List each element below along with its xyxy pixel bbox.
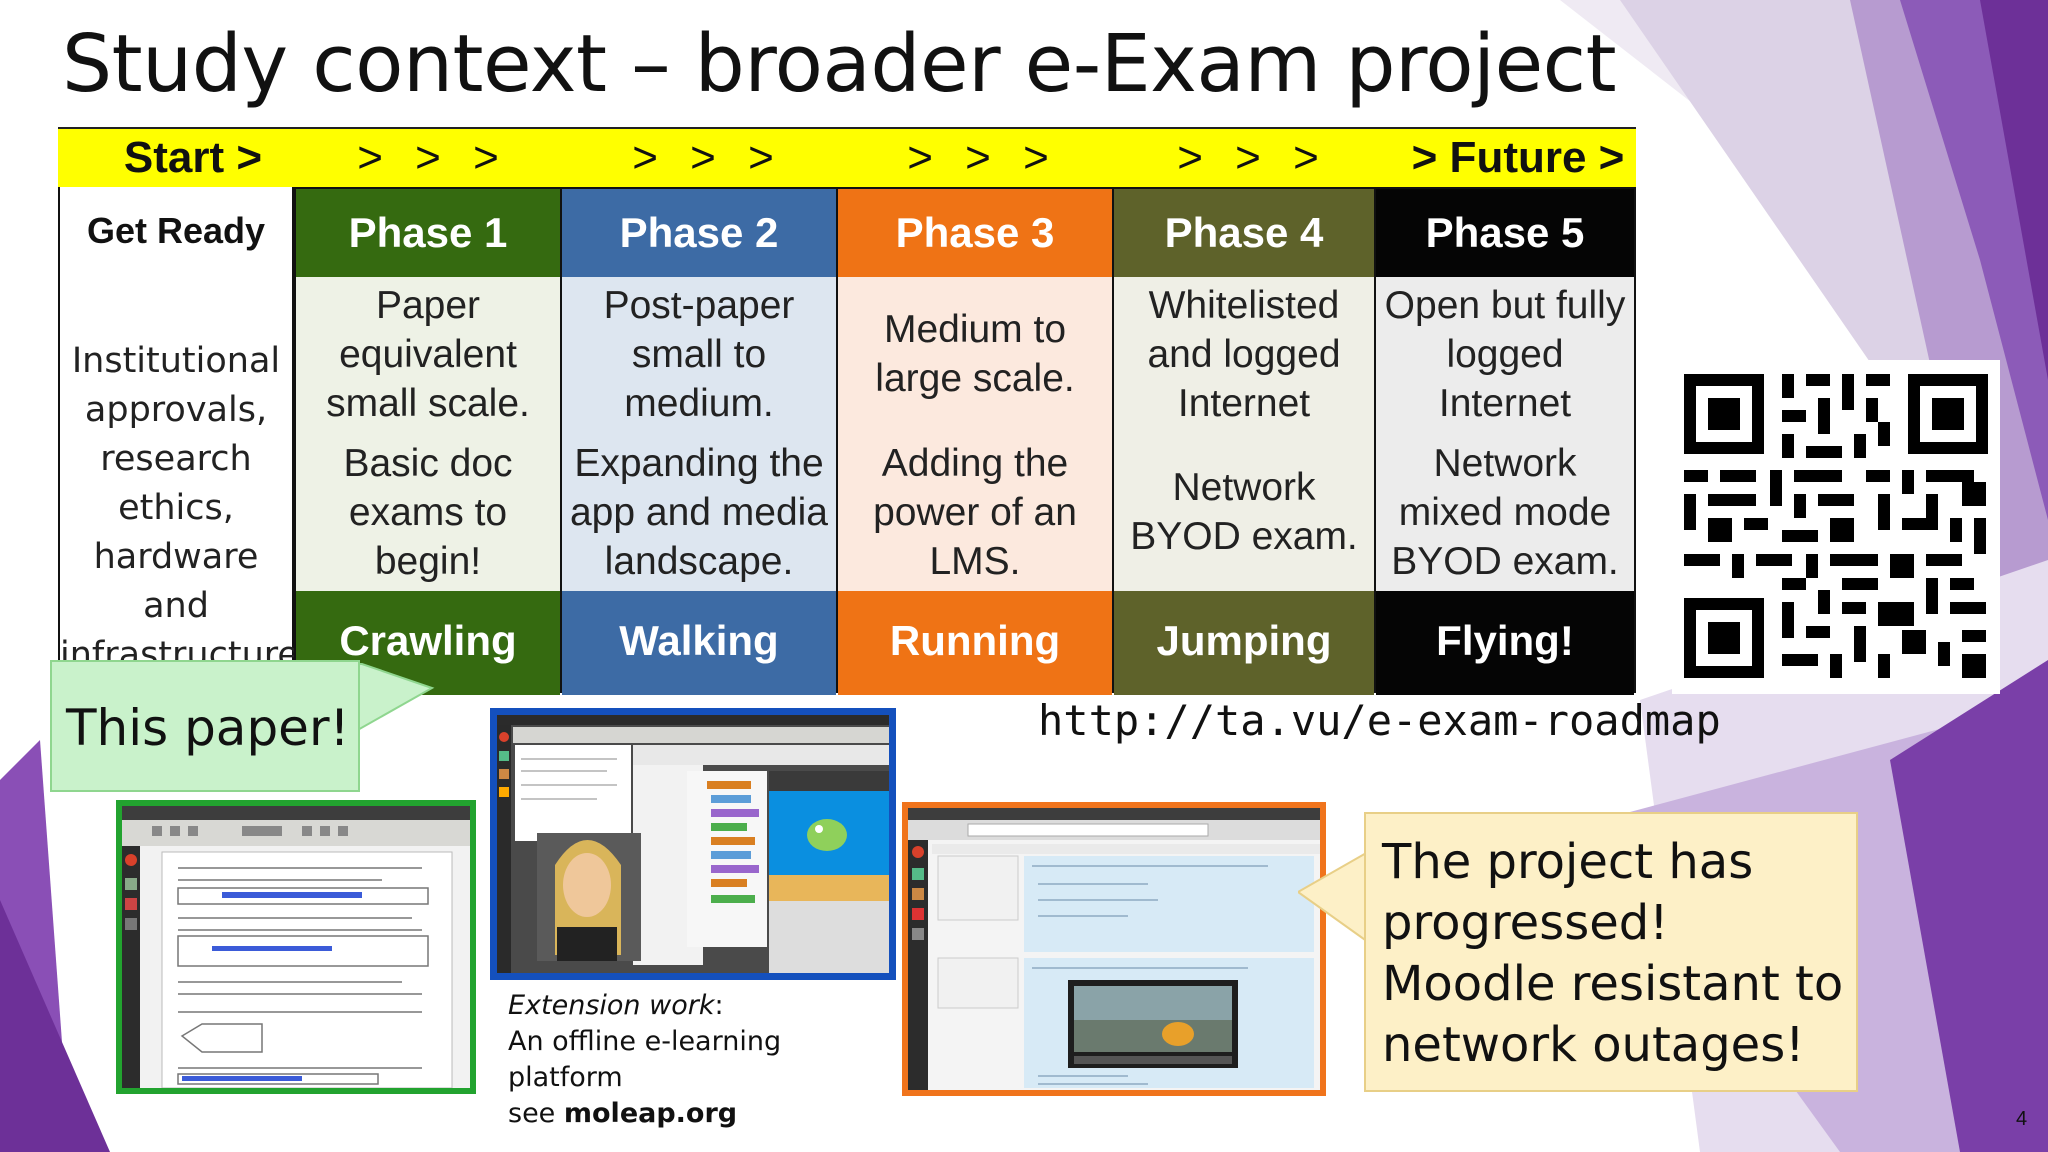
progress-arrows: > > >	[357, 133, 509, 182]
roadmap-table: Start > > > > > > > > > > > > > > Future…	[58, 127, 1636, 695]
page-number: 4	[2016, 1108, 2028, 1130]
phase-2-stage: Walking	[562, 591, 836, 695]
progress-future-label: > Future >	[1411, 133, 1625, 182]
this-paper-callout: This paper!	[50, 660, 360, 792]
phase-1-heading: Phase 1	[296, 189, 560, 277]
phase-4-heading: Phase 4	[1114, 189, 1374, 277]
paper-exam-screenshot	[116, 800, 476, 1094]
phase-2-description: Post-paper small to medium. Expanding th…	[562, 277, 836, 591]
phase-1-description: Paper equivalent small scale. Basic doc …	[296, 277, 560, 591]
moodle-exam-screenshot	[902, 802, 1326, 1096]
progress-start-label: Start >	[123, 133, 263, 182]
phase-3-heading: Phase 3	[838, 189, 1112, 277]
phase-2-heading: Phase 2	[562, 189, 836, 277]
progress-bar: Start > > > > > > > > > > > > > > Future…	[58, 127, 1636, 187]
phase-5-heading: Phase 5	[1376, 189, 1634, 277]
phase-3-column: Phase 3 Medium to large scale. Adding th…	[838, 187, 1114, 695]
slide-title: Study context – broader e-Exam project	[62, 18, 1617, 110]
offline-platform-screenshot	[490, 708, 896, 980]
get-ready-column: Get Ready Institutional approvals, resea…	[58, 187, 299, 693]
phase-5-description: Open but fully logged Internet Network m…	[1376, 277, 1634, 591]
phase-4-stage: Jumping	[1114, 591, 1374, 695]
extension-note: Extension work: An offline e-learning pl…	[508, 990, 782, 1129]
moleap-link[interactable]: moleap.org	[563, 1098, 738, 1129]
get-ready-text: Institutional approvals, research ethics…	[60, 341, 299, 675]
phase-5-column: Phase 5 Open but fully logged Internet N…	[1376, 187, 1636, 695]
progress-arrows: > > >	[907, 133, 1059, 182]
roadmap-url-link[interactable]: http://ta.vu/e-exam-roadmap	[1038, 696, 1721, 745]
phase-4-column: Phase 4 Whitelisted and logged Internet …	[1114, 187, 1376, 695]
phase-4-description: Whitelisted and logged Internet Network …	[1114, 277, 1374, 591]
progress-arrows: > > >	[632, 133, 784, 182]
progress-arrows: > > >	[1177, 133, 1329, 182]
project-progress-callout: The project has progressed! Moodle resis…	[1364, 812, 1858, 1092]
phase-3-stage: Running	[838, 591, 1112, 695]
phase-5-stage: Flying!	[1376, 591, 1634, 695]
callout-tail	[1298, 852, 1369, 944]
qr-code[interactable]	[1672, 360, 2000, 694]
phase-2-column: Phase 2 Post-paper small to medium. Expa…	[562, 187, 838, 695]
phase-3-description: Medium to large scale. Adding the power …	[838, 277, 1112, 591]
get-ready-heading: Get Ready	[86, 210, 266, 251]
phase-1-column: Phase 1 Paper equivalent small scale. Ba…	[294, 187, 562, 695]
